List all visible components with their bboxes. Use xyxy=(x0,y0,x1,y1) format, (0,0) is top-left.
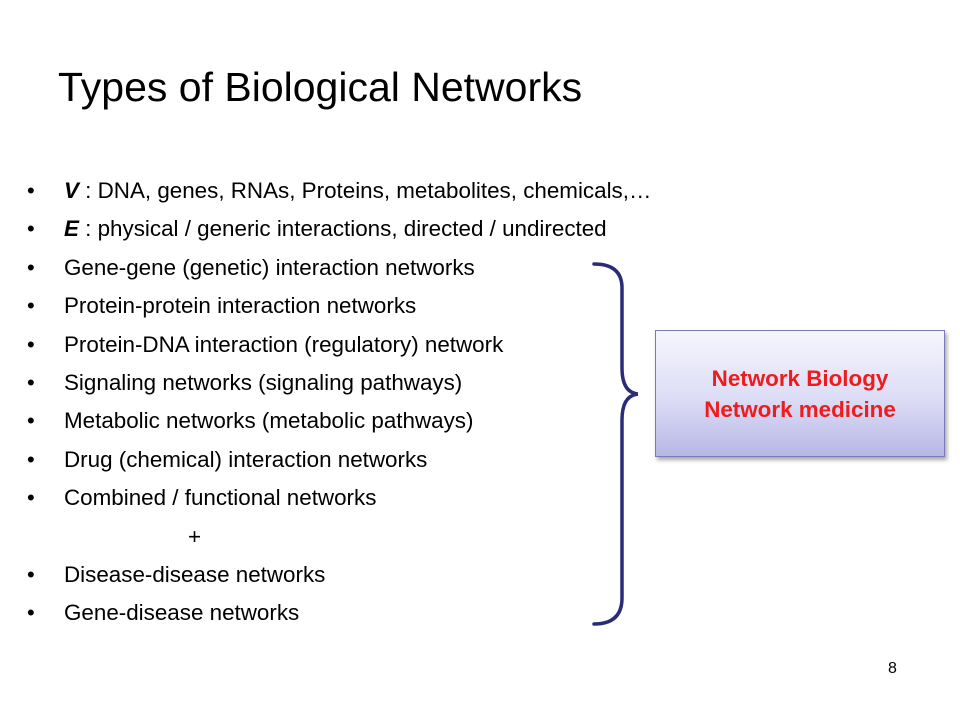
bullet-marker: • xyxy=(27,331,35,357)
edge-symbol: E xyxy=(64,216,79,242)
list-item: • Combined / functional networks xyxy=(27,479,787,517)
right-brace-icon xyxy=(592,262,638,626)
plus-separator: + xyxy=(27,518,787,556)
bullet-text: V : DNA, genes, RNAs, Proteins, metaboli… xyxy=(64,172,651,210)
bullet-text: Drug (chemical) interaction networks xyxy=(64,446,428,472)
bullet-text: Disease-disease networks xyxy=(64,561,326,587)
bullet-text: E : physical / generic interactions, dir… xyxy=(64,210,607,248)
bullet-marker: • xyxy=(27,293,35,319)
bullet-marker: • xyxy=(27,369,35,395)
bullet-text: Combined / functional networks xyxy=(64,485,377,511)
bullet-marker: • xyxy=(27,600,35,626)
list-item: • Drug (chemical) interaction networks xyxy=(27,441,787,479)
list-item: • Protein-DNA interaction (regulatory) n… xyxy=(27,326,787,364)
list-item: • V : DNA, genes, RNAs, Proteins, metabo… xyxy=(27,172,787,210)
bullet-marker: • xyxy=(27,216,35,242)
bullet-text: Gene-gene (genetic) interaction networks xyxy=(64,254,475,280)
bullet-text: Metabolic networks (metabolic pathways) xyxy=(64,408,474,434)
list-item: • Gene-disease networks xyxy=(27,594,787,632)
bullet-text: Gene-disease networks xyxy=(64,600,300,626)
plus-text: + xyxy=(188,523,202,549)
list-item: • Gene-gene (genetic) interaction networ… xyxy=(27,249,787,287)
list-item: • Disease-disease networks xyxy=(27,556,787,594)
page-number: 8 xyxy=(888,660,897,677)
bullet-marker: • xyxy=(27,561,35,587)
bullet-text-body: : physical / generic interactions, direc… xyxy=(78,216,607,242)
bullet-marker: • xyxy=(27,254,35,280)
bullet-text: Protein-DNA interaction (regulatory) net… xyxy=(64,331,504,357)
bullet-text: Signaling networks (signaling pathways) xyxy=(64,369,463,395)
bullet-marker: • xyxy=(27,178,35,203)
bullet-marker: • xyxy=(27,408,35,434)
list-item: • Signaling networks (signaling pathways… xyxy=(27,364,787,402)
bullet-list: • V : DNA, genes, RNAs, Proteins, metabo… xyxy=(27,172,787,633)
bullet-text: Protein-protein interaction networks xyxy=(64,293,417,319)
callout-line-1: Network Biology xyxy=(711,365,889,391)
callout-line-2: Network medicine xyxy=(704,396,896,422)
bullet-marker: • xyxy=(27,446,35,472)
bullet-marker: • xyxy=(27,485,35,511)
network-biology-callout: Network Biology Network medicine xyxy=(655,330,945,457)
list-item: • E : physical / generic interactions, d… xyxy=(27,210,787,248)
bullet-text-body: : DNA, genes, RNAs, Proteins, metabolite… xyxy=(78,178,652,203)
list-item: • Protein-protein interaction networks xyxy=(27,287,787,325)
vertex-symbol: V xyxy=(64,178,79,203)
list-item: • Metabolic networks (metabolic pathways… xyxy=(27,402,787,440)
slide-title: Types of Biological Networks xyxy=(58,64,583,110)
